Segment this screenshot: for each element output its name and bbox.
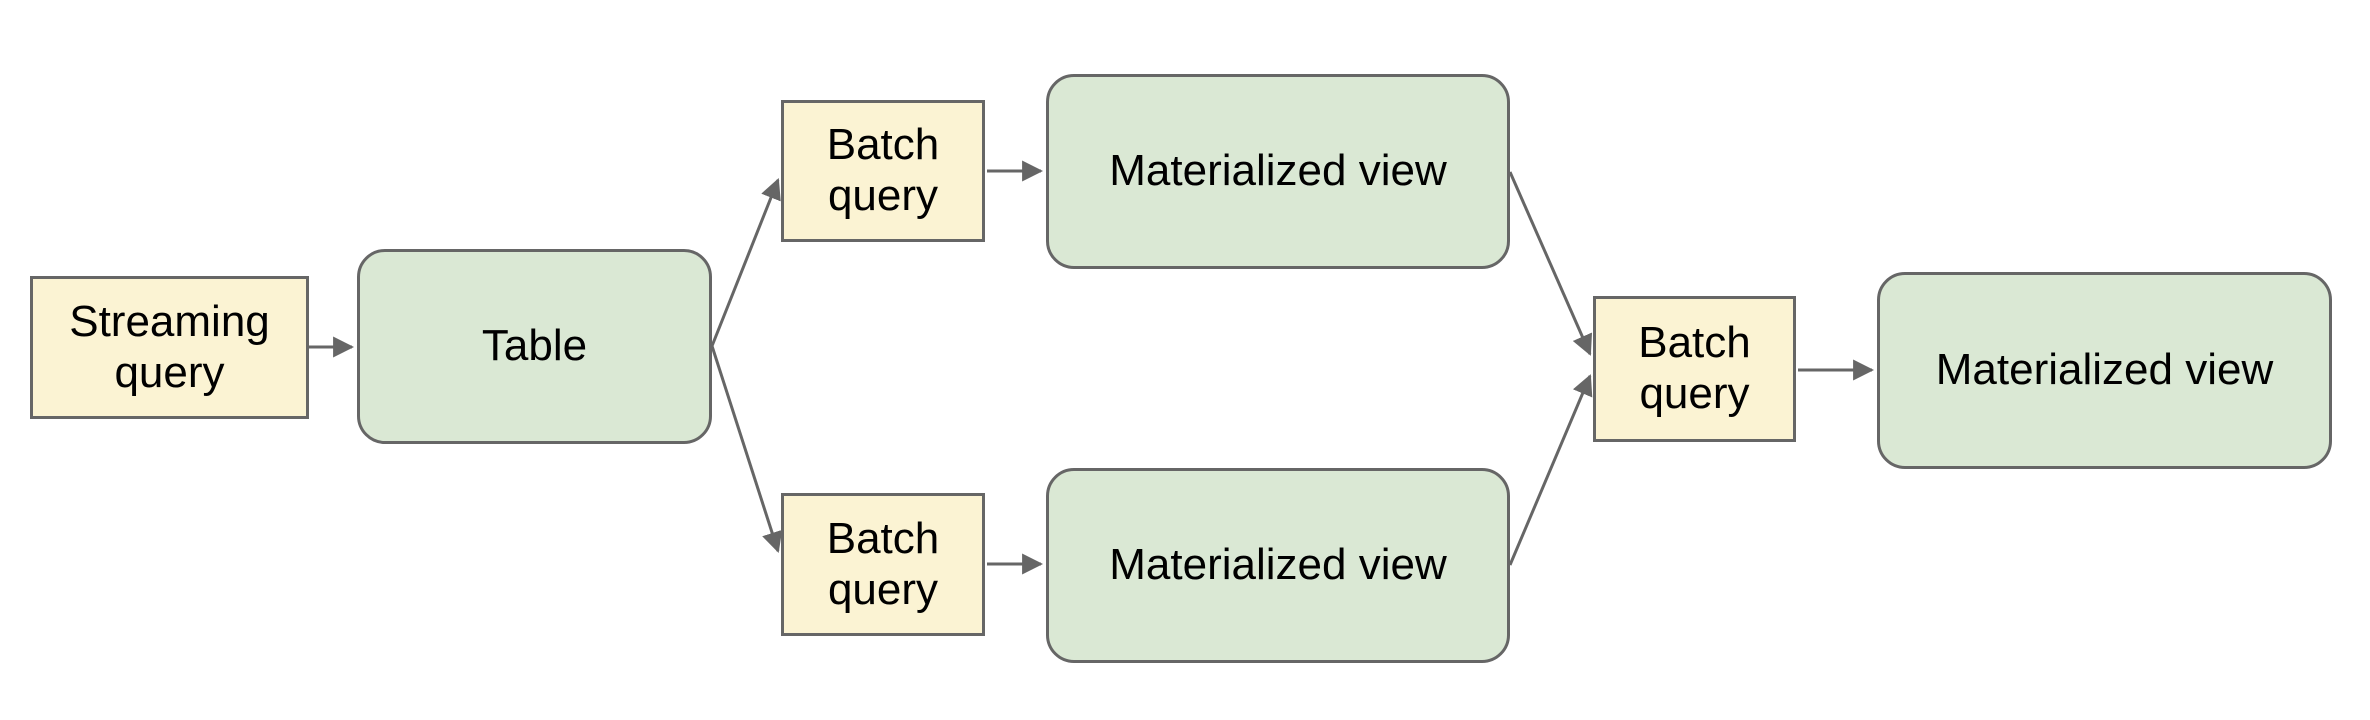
node-streaming-query: Streaming query bbox=[30, 276, 309, 419]
node-batch-query-bottom: Batch query bbox=[781, 493, 985, 636]
node-batch-query-right: Batch query bbox=[1593, 296, 1796, 442]
node-materialized-view-top: Materialized view bbox=[1046, 74, 1510, 269]
node-batch-query-top-label: Batch query bbox=[826, 120, 940, 220]
node-materialized-view-bottom-label: Materialized view bbox=[1109, 540, 1447, 590]
arrow-mv-bottom-to-batch-right bbox=[1508, 374, 1593, 566]
node-batch-query-bottom-label: Batch query bbox=[826, 513, 940, 614]
node-streaming-query-label: Streaming query bbox=[69, 296, 270, 397]
node-table-label: Table bbox=[481, 321, 588, 371]
arrow-table-to-batch-top bbox=[710, 178, 781, 347]
arrow-mv-top-to-batch-right bbox=[1508, 171, 1593, 356]
arrow-table-to-batch-bottom bbox=[710, 345, 783, 553]
node-materialized-view-final-label: Materialized view bbox=[1935, 345, 2274, 395]
node-batch-query-top: Batch query bbox=[781, 100, 985, 242]
node-materialized-view-top-label: Materialized view bbox=[1109, 146, 1447, 196]
node-materialized-view-bottom: Materialized view bbox=[1046, 468, 1510, 663]
node-materialized-view-final: Materialized view bbox=[1877, 272, 2332, 469]
node-table: Table bbox=[357, 249, 712, 444]
node-batch-query-right-label: Batch query bbox=[1638, 318, 1751, 418]
